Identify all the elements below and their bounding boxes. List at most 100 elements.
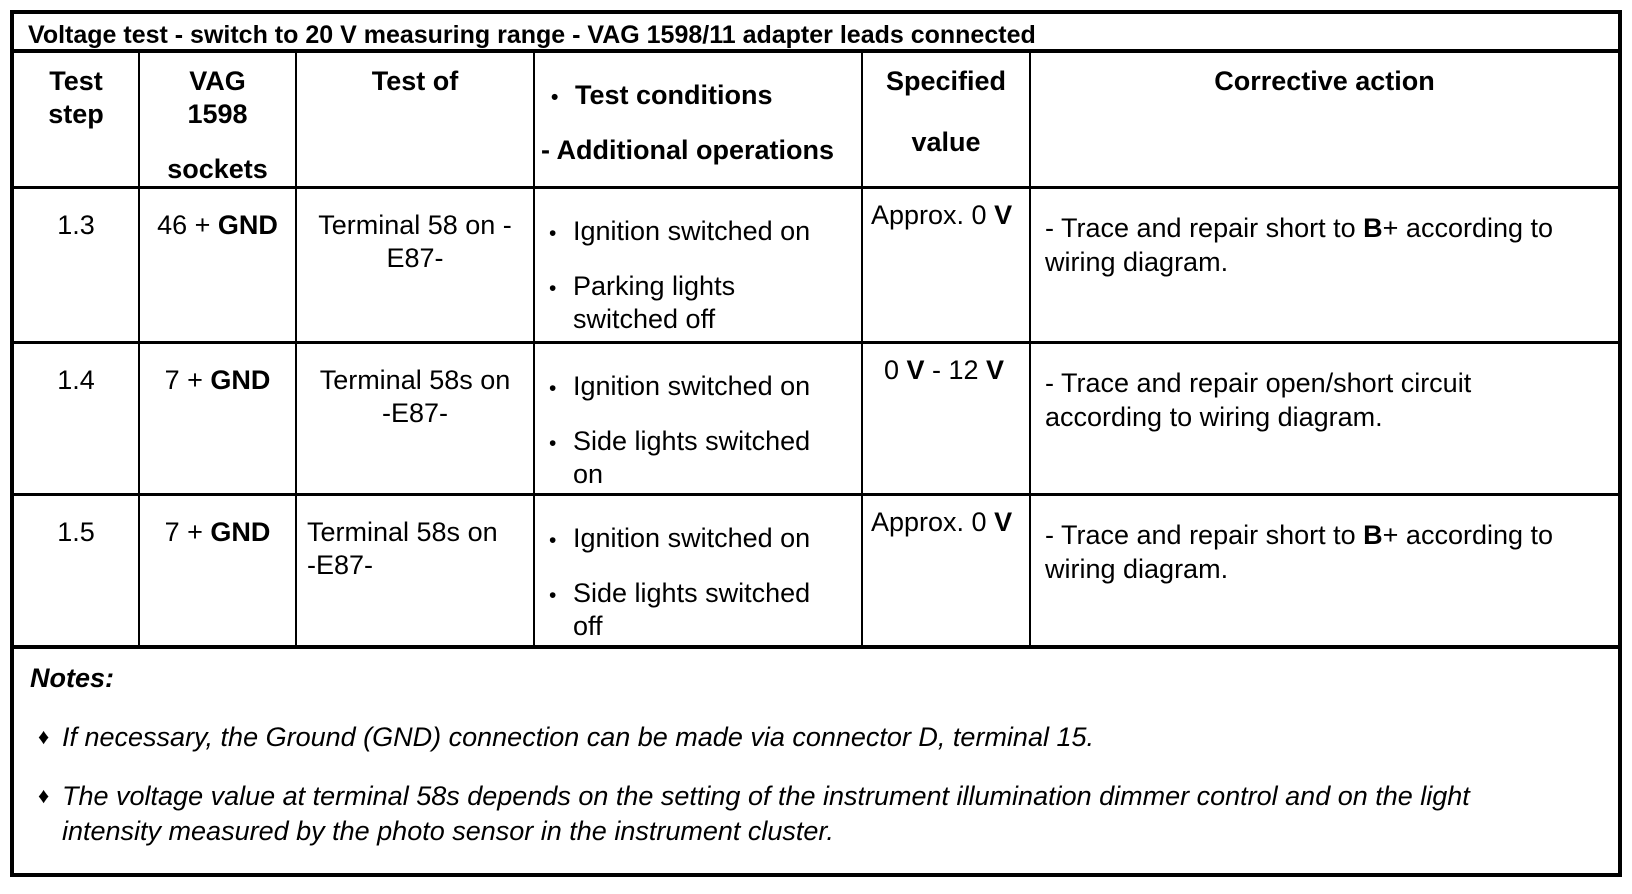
header-line: - Additional operations (541, 135, 834, 165)
test-of-line: Terminal 58s on (307, 517, 498, 547)
col-header-conditions: • Test conditions - Additional operation… (533, 53, 861, 186)
cell-test-step: 1.5 (57, 517, 95, 547)
sockets-text: 46 + (157, 210, 218, 240)
cell-test-of: Terminal 58s on -E87- (295, 496, 533, 645)
condition-item: • Ignition switched on (549, 370, 857, 405)
header-line: Corrective action (1214, 66, 1435, 96)
specified-value-text: - 12 (924, 355, 987, 385)
header-line: Test conditions (575, 80, 773, 110)
condition-item: • Ignition switched on (549, 522, 857, 557)
voltage-test-table: Voltage test - switch to 20 V measuring … (10, 10, 1622, 877)
col-header-corrective-action: Corrective action (1029, 53, 1618, 186)
note-text: If necessary, the Ground (GND) connectio… (62, 722, 1094, 752)
col-header-specified-value: Specified value (861, 53, 1029, 186)
notes-title: Notes: (30, 663, 115, 693)
specified-value-unit: V (986, 355, 1005, 385)
corrective-action-text: - Trace and repair open/short circuit ac… (1045, 366, 1565, 434)
condition-text: Ignition switched on (573, 371, 811, 401)
spacer (140, 131, 295, 153)
col-header-test-of: Test of (295, 53, 533, 186)
bullet-icon: • (551, 86, 559, 109)
cell-sockets: 46 + GND (138, 189, 295, 341)
cell-test-conditions: • Ignition switched on • Side lights swi… (533, 496, 861, 645)
conditions-bullet-line: • Test conditions (541, 79, 853, 114)
bullet-icon: • (549, 432, 557, 455)
table-row: 1.5 7 + GND Terminal 58s on -E87- • Igni… (14, 496, 1618, 649)
test-of-line: E87- (386, 243, 444, 273)
condition-text: Ignition switched on (573, 523, 811, 553)
cell-test-conditions: • Ignition switched on • Side lights swi… (533, 344, 861, 493)
bullet-icon: • (549, 377, 557, 400)
cell-test-of: Terminal 58s on -E87- (295, 344, 533, 493)
bullet-icon: • (549, 529, 557, 552)
specified-value-text: 0 (883, 355, 907, 385)
corrective-text: - Trace and repair open/short circuit ac… (1045, 368, 1472, 432)
cell-corrective-action: - Trace and repair short to B+ according… (1029, 496, 1618, 645)
cell-corrective-action: - Trace and repair open/short circuit ac… (1029, 344, 1618, 493)
condition-item: • Parking lights switched off (549, 270, 857, 336)
condition-text: Side lights switched off (573, 578, 811, 641)
bullet-icon: • (549, 584, 557, 607)
sockets-text-bold: GND (210, 365, 271, 395)
corrective-action-text: - Trace and repair short to B+ according… (1045, 211, 1565, 279)
corrective-action-text: - Trace and repair short to B+ according… (1045, 518, 1565, 586)
header-line: VAG (189, 66, 246, 96)
cell-test-of: Terminal 58 on - E87- (295, 189, 533, 341)
spacer (863, 98, 1029, 126)
sockets-text: 7 + (164, 365, 211, 395)
corrective-text: - Trace and repair short to (1045, 520, 1364, 550)
cell-sockets: 7 + GND (138, 496, 295, 645)
specified-value-text: Approx. 0 (871, 200, 995, 230)
corrective-text: + according to wiring diagram. (1045, 520, 1554, 584)
cell-sockets: 7 + GND (138, 344, 295, 493)
table-row: 1.3 46 + GND Terminal 58 on - E87- • Ign… (14, 189, 1618, 344)
corrective-text: + according to wiring diagram. (1045, 213, 1554, 277)
cell-specified-value: Approx. 0 V (861, 189, 1029, 341)
sockets-text-bold: GND (217, 210, 278, 240)
bullet-icon: • (549, 222, 557, 245)
bullet-icon: • (549, 277, 557, 300)
condition-text: Side lights switched on (573, 426, 811, 489)
table-row: 1.4 7 + GND Terminal 58s on -E87- • Igni… (14, 344, 1618, 496)
note-item: ♦ The voltage value at terminal 58s depe… (30, 779, 1598, 849)
condition-item: • Side lights switched on (549, 425, 857, 491)
col-header-test-step: Test step (14, 53, 138, 186)
header-line: step (48, 99, 104, 129)
specified-value-text: Approx. 0 (871, 507, 995, 537)
condition-item: • Ignition switched on (549, 215, 857, 250)
test-of-line: -E87- (307, 550, 374, 580)
corrective-text-bold: B (1363, 213, 1383, 243)
table-header-row: Test step VAG 1598 sockets Test of • Tes… (14, 53, 1618, 189)
cell-test-step: 1.4 (57, 365, 95, 395)
condition-text: Parking lights switched off (573, 271, 736, 334)
cell-test-step: 1.3 (57, 210, 95, 240)
header-line: Test (49, 66, 103, 96)
sockets-text: 7 + (164, 517, 211, 547)
specified-value-unit: V (994, 507, 1013, 537)
header-line: Specified (885, 66, 1007, 96)
condition-item: • Side lights switched off (549, 577, 857, 643)
note-item: ♦ If necessary, the Ground (GND) connect… (30, 720, 1598, 755)
test-of-line: Terminal 58 on - (318, 210, 512, 240)
col-header-vag-sockets: VAG 1598 sockets (138, 53, 295, 186)
diamond-bullet-icon: ♦ (38, 724, 50, 749)
test-of-line: -E87- (381, 398, 449, 428)
specified-value-unit: V (994, 200, 1013, 230)
header-line: 1598 (187, 99, 248, 129)
test-of-line: Terminal 58s on (319, 365, 511, 395)
cell-test-conditions: • Ignition switched on • Parking lights … (533, 189, 861, 341)
header-line: Test of (371, 66, 459, 96)
sockets-text-bold: GND (210, 517, 271, 547)
cell-specified-value: Approx. 0 V (861, 496, 1029, 645)
header-line: sockets (167, 154, 268, 184)
header-line: value (911, 127, 981, 157)
corrective-text: - Trace and repair short to (1045, 213, 1364, 243)
condition-text: Ignition switched on (573, 216, 811, 246)
specified-value-unit: V (906, 355, 925, 385)
corrective-text-bold: B (1363, 520, 1383, 550)
cell-corrective-action: - Trace and repair short to B+ according… (1029, 189, 1618, 341)
table-title: Voltage test - switch to 20 V measuring … (14, 14, 1618, 53)
diamond-bullet-icon: ♦ (38, 783, 50, 808)
notes-section: Notes: ♦ If necessary, the Ground (GND) … (14, 649, 1618, 873)
